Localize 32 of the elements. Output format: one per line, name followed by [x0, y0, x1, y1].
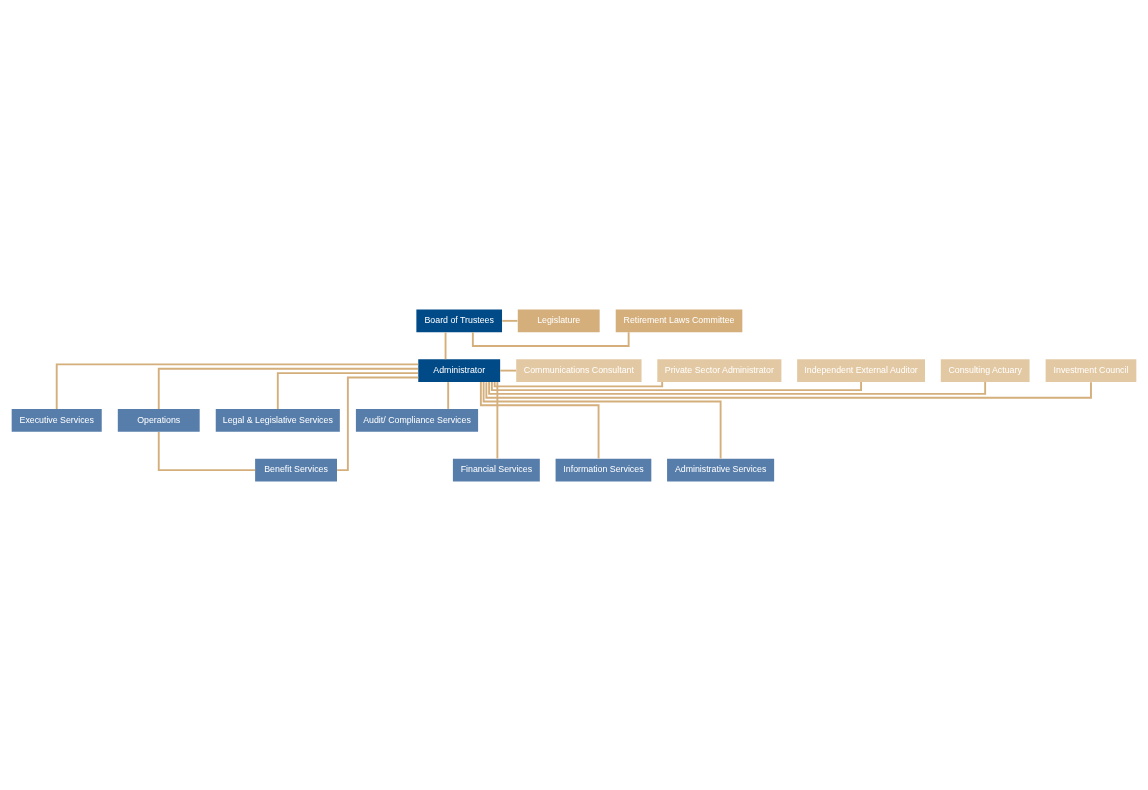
node-box: Private Sector Administrator [657, 358, 782, 382]
node-box: Consulting Actuary [940, 358, 1030, 382]
node-box: Operations [117, 408, 200, 432]
node-box: Legal & Legislative Services [215, 408, 340, 432]
connector [501, 319, 519, 322]
connector [336, 376, 420, 471]
connector [482, 380, 722, 459]
node-box: Legislature [517, 309, 600, 332]
node-box: Independent External Auditor [797, 358, 925, 382]
connector [490, 380, 862, 391]
connector [55, 362, 420, 410]
node-box: Board of Trustees [416, 309, 503, 332]
connector [444, 330, 447, 360]
node-box: Executive Services [11, 408, 102, 432]
connector [157, 430, 256, 471]
connector [493, 380, 664, 387]
connector [157, 367, 419, 410]
connector [276, 371, 419, 410]
node-box: Benefit Services [255, 458, 337, 481]
node-box: Administrative Services [667, 458, 775, 481]
node-box: Information Services [555, 458, 652, 481]
connector [479, 380, 600, 459]
connector [496, 380, 499, 459]
connector [488, 380, 987, 395]
node-box: Financial Services [452, 458, 540, 481]
node-box: Audit/ Compliance Services [355, 408, 479, 432]
node-box: Communications Consultant [516, 358, 642, 382]
connector [447, 380, 450, 410]
node-box: Administrator [418, 358, 501, 382]
connector [499, 369, 518, 372]
node-box: Investment Council [1045, 358, 1137, 382]
node-box: Retirement Laws Committee [615, 309, 743, 332]
